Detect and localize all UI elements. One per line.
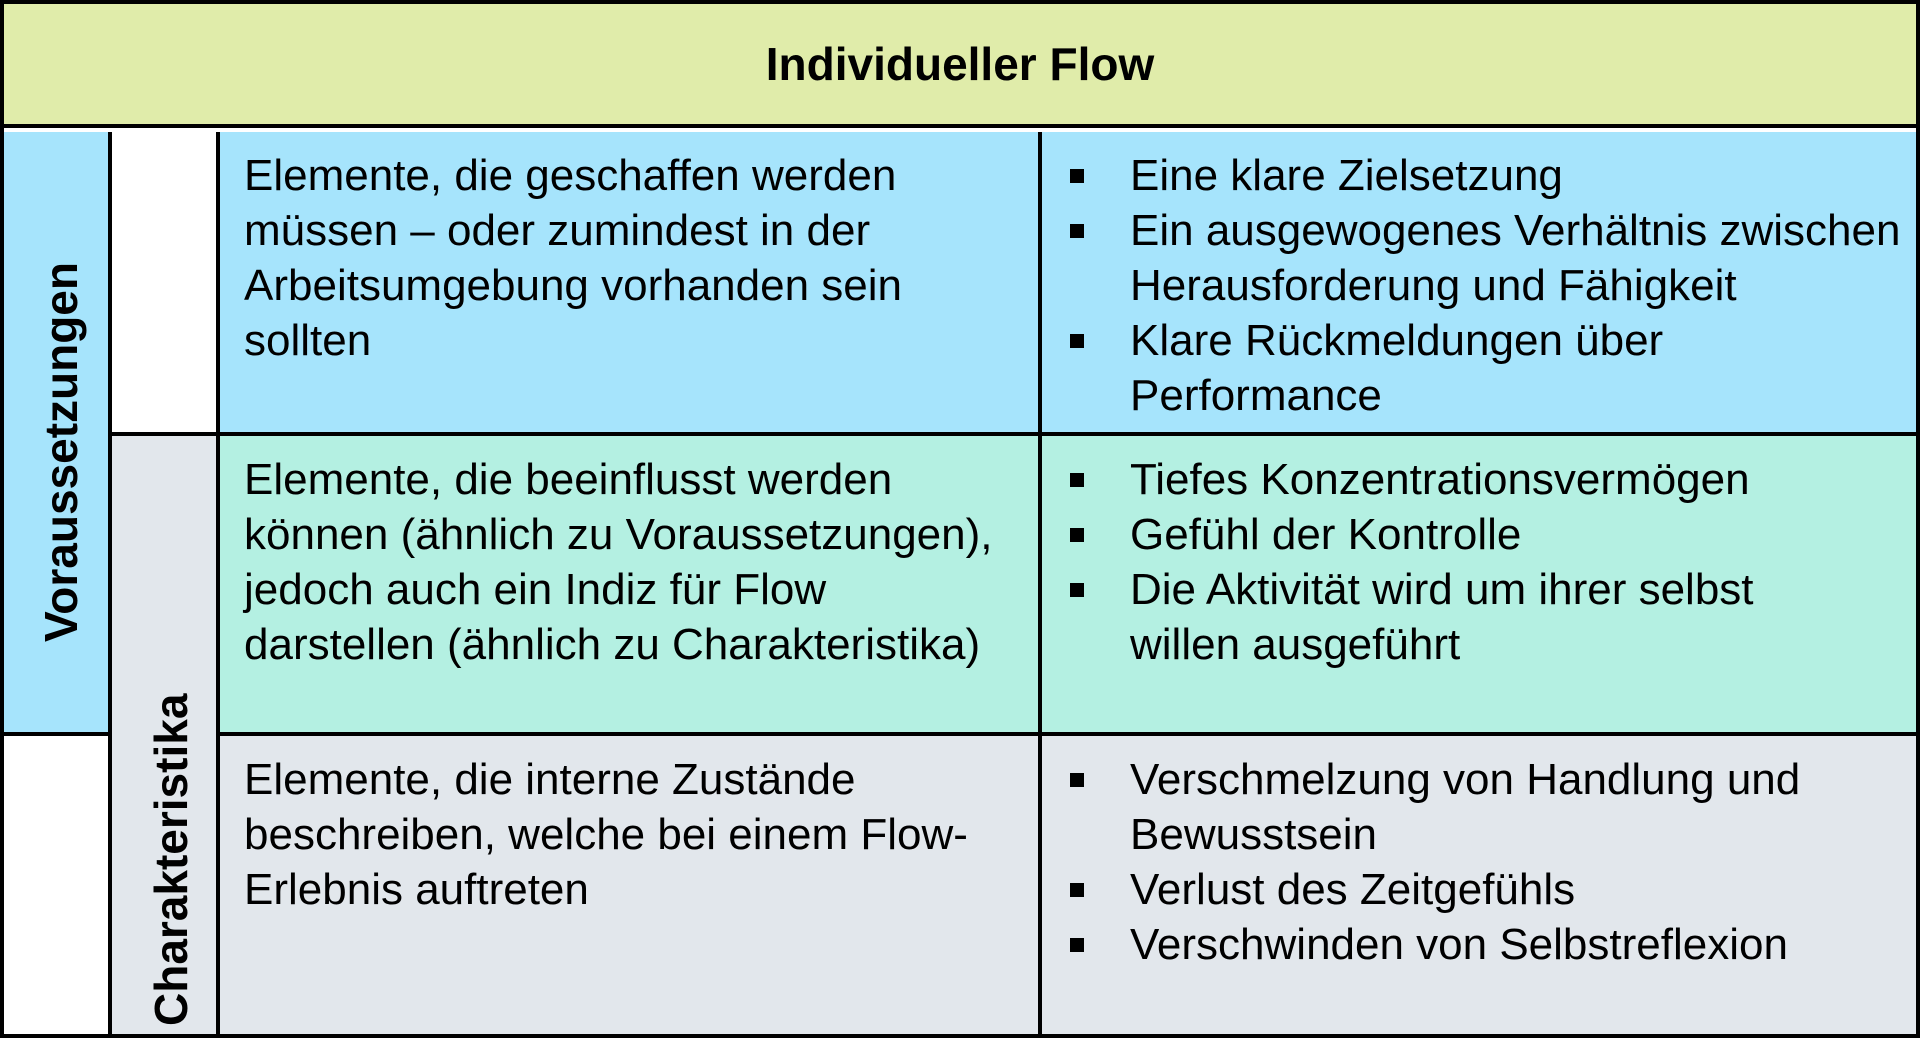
empty-cell [112,132,220,436]
description-line: Erlebnis auftreten [244,865,589,914]
description-line: müssen – oder zumindest in der [244,206,871,255]
item-text: Die Aktivität wird um ihrer selbst [1130,565,1754,614]
list-item: Verlust des Zeitgefühls [1042,862,1916,917]
item-text: Bewusstsein [1130,810,1378,859]
description-line: Elemente, die geschaffen werden [244,151,897,200]
list-item: Eine klare Zielsetzung [1042,148,1916,203]
table-title: Individueller Flow [4,4,1916,128]
item-text: Ein ausgewogenes Verhältnis zwischen [1130,206,1901,255]
item-text: Herausforderung und Fähigkeit [1130,261,1737,310]
item-text: Performance [1130,371,1382,420]
row3-description: Elemente, die interne Zustände beschreib… [220,736,1042,1034]
description-line: Elemente, die beeinflusst werden [244,455,893,504]
item-text: willen ausgeführt [1130,620,1461,669]
row1-description: Elemente, die geschaffen werden müssen –… [220,132,1042,436]
row2-items: Tiefes Konzentrationsvermögen Gefühl der… [1042,436,1916,736]
charakteristika-label-cell: Charakteristika [112,436,220,1034]
list-item: Tiefes Konzentrationsvermögen [1042,452,1916,507]
item-text: Verschmelzung von Handlung und [1130,755,1801,804]
description-line: Arbeitsumgebung vorhanden sein [244,261,903,310]
item-text: Eine klare Zielsetzung [1130,151,1563,200]
charakteristika-label: Charakteristika [145,693,197,1026]
description-line: sollten [244,316,372,365]
list-item: Verschwinden von Selbstreflexion [1042,917,1916,972]
item-text: Verlust des Zeitgefühls [1130,865,1576,914]
empty-cell [4,736,112,1034]
row2-description: Elemente, die beeinflusst werden können … [220,436,1042,736]
item-text: Tiefes Konzentrationsvermögen [1130,455,1750,504]
voraussetzungen-label-cell: Voraussetzungen [4,132,112,736]
voraussetzungen-label: Voraussetzungen [35,262,87,642]
description-line: Elemente, die interne Zustände [244,755,856,804]
list-item: Gefühl der Kontrolle [1042,507,1916,562]
item-text: Verschwinden von Selbstreflexion [1130,920,1788,969]
description-line: können (ähnlich zu Voraussetzungen), [244,510,993,559]
description-line: darstellen (ähnlich zu Charakteristika) [244,620,981,669]
description-line: beschreiben, welche bei einem Flow- [244,810,968,859]
description-line: jedoch auch ein Indiz für Flow [244,565,827,614]
item-text: Klare Rückmeldungen über [1130,316,1664,365]
row1-items: Eine klare Zielsetzung Ein ausgewogenes … [1042,132,1916,436]
list-item: Die Aktivität wird um ihrer selbst willen… [1042,562,1916,672]
item-text: Gefühl der Kontrolle [1130,510,1522,559]
